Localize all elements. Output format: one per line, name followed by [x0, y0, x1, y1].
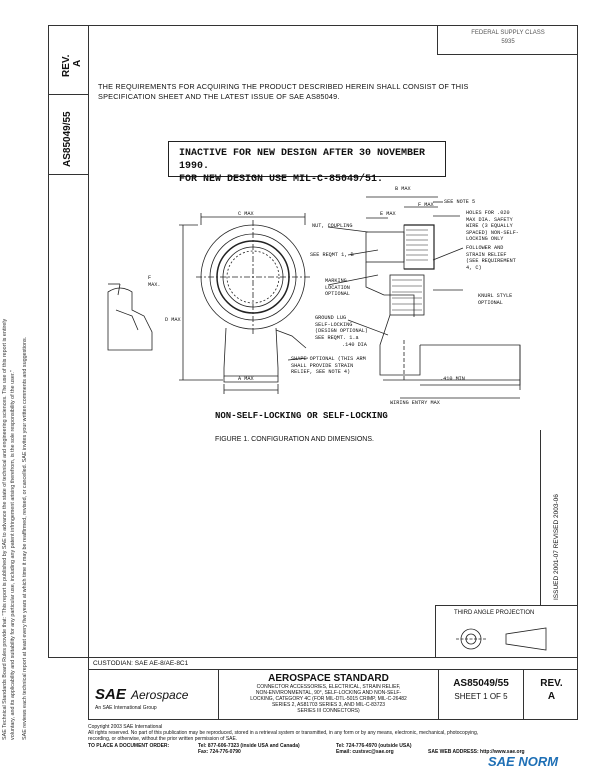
footer-tel-1: Tel: 877-606-7323 (inside USA and Canada… — [198, 742, 300, 749]
fsc-value: 5935 — [501, 39, 515, 45]
label-follower: FOLLOWER AND STRAIN RELIEF (SEE REQUIREM… — [466, 245, 516, 271]
label-shape-optional: SHAPE OPTIONAL (THIS ARM SHALL PROVIDE S… — [291, 356, 366, 375]
issued-revised-column: ISSUED 2001-07 REVISED 2003-06 — [540, 430, 578, 605]
doc-number-cell: AS85049/55 SHEET 1 OF 5 — [439, 670, 524, 719]
label-see-note-5: SEE NOTE 5 — [444, 199, 476, 205]
fsc-label: FEDERAL SUPPLY CLASS — [471, 30, 545, 36]
watermark-logo: SAE NORM — [488, 754, 559, 769]
sae-logo-cell: SAE Aerospace An SAE International Group — [89, 670, 219, 719]
rev-value-bottom: A — [547, 691, 556, 702]
doc-number: AS85049/55 — [453, 678, 509, 689]
configuration-drawing — [107, 196, 521, 399]
standard-cell: AEROSPACE STANDARD CONNECTOR ACCESSORIES… — [219, 670, 439, 719]
footer-copyright: Copyright 2003 SAE International — [88, 724, 163, 730]
label-a-max: A MAX — [238, 376, 254, 382]
doc-number-box: AS85049/55 — [48, 95, 88, 175]
label-f-max-top: F MAX — [418, 202, 434, 208]
label-e-max: E MAX — [380, 211, 396, 217]
issued-revised-text: ISSUED 2001-07 REVISED 2003-06 — [553, 494, 560, 600]
left-column — [48, 25, 88, 658]
logo-aerospace: Aerospace — [131, 688, 189, 702]
rev-label: REV. — [61, 54, 72, 77]
doc-number-vertical: AS85049/55 — [62, 111, 73, 167]
sheet-number: SHEET 1 OF 5 — [454, 692, 508, 701]
desc-line-2: NON-ENVIRONMENTAL, 90°, SELF-LOCKING AND… — [255, 690, 402, 696]
label-c-max: C MAX — [238, 211, 254, 217]
requirements-text: THE REQUIREMENTS FOR ACQUIRING THE PRODU… — [98, 82, 538, 102]
footer-rights: All rights reserved. No part of this pub… — [88, 730, 479, 737]
third-angle-label: THIRD ANGLE PROJECTION — [454, 610, 535, 616]
logo-sae: SAE — [95, 686, 126, 703]
left-notice-2: voluntary, and its applicability and sui… — [10, 370, 16, 740]
inactive-notice: INACTIVE FOR NEW DESIGN AFTER 30 NOVEMBE… — [168, 141, 446, 185]
rev-box: REV. A — [48, 25, 88, 95]
label-ground-lug: GROUND LUG SELF-LOCKING (DESIGN OPTIONAL… — [315, 315, 368, 341]
left-notice-3: SAE reviews each technical report at lea… — [22, 336, 28, 740]
label-marking: MARKING LOCATION OPTIONAL — [325, 278, 350, 297]
third-angle-projection: THIRD ANGLE PROJECTION — [435, 605, 578, 658]
footer-rights-2: recording, or otherwise, without the pri… — [88, 736, 238, 743]
label-nut-coupling: NUT, COUPLING — [312, 223, 353, 229]
left-notice-1: SAE Technical Standards Board Rules prov… — [2, 318, 8, 740]
rev-cell: REV. A — [524, 670, 579, 719]
rev-value: A — [72, 59, 83, 67]
rev-label-bottom: REV. — [540, 678, 563, 689]
standard-description: CONNECTOR ACCESSORIES, ELECTRICAL, STRAI… — [219, 684, 438, 714]
label-knurl: KNURL STYLE OPTIONAL — [478, 293, 513, 306]
requirements-line-1: THE REQUIREMENTS FOR ACQUIRING THE PRODU… — [98, 82, 469, 91]
label-dia: .140 DIA — [342, 342, 367, 348]
mode-caption: NON-SELF-LOCKING OR SELF-LOCKING — [215, 411, 388, 421]
custodian: CUSTODIAN: SAE AE-8/AE-8C1 — [88, 658, 578, 670]
label-b-max: B MAX — [395, 186, 411, 192]
desc-line-4: SERIES 2, AS81703 SERIES 3, AND MIL-C-83… — [271, 702, 386, 708]
standard-title: AEROSPACE STANDARD — [268, 673, 389, 684]
federal-supply-class-box: FEDERAL SUPPLY CLASS 5935 — [437, 25, 578, 55]
figure-caption: FIGURE 1. CONFIGURATION AND DIMENSIONS. — [215, 436, 374, 443]
label-see-reqmt: SEE REQMT 1, B — [310, 252, 354, 258]
footer-order-row: TO PLACE A DOCUMENT ORDER: Tel: 877-606-… — [88, 743, 588, 757]
footer-tel-2: Tel: 724-776-4970 (outside USA) — [336, 742, 412, 749]
desc-line-1: CONNECTOR ACCESSORIES, ELECTRICAL, STRAI… — [256, 684, 401, 690]
footer-web-link[interactable]: SAE WEB ADDRESS: http://www.sae.org — [428, 748, 525, 755]
label-wiring-entry: WIRING ENTRY MAX — [390, 400, 440, 406]
footer-order-label: TO PLACE A DOCUMENT ORDER: — [88, 742, 170, 749]
desc-line-3: LOCKING, CATEGORY 4C (FOR MIL-DTL-5015 C… — [250, 696, 407, 702]
projection-symbol-icon — [456, 627, 547, 651]
drawing-frame — [88, 25, 578, 658]
inactive-line-1: INACTIVE FOR NEW DESIGN AFTER 30 NOVEMBE… — [179, 148, 426, 172]
requirements-line-2: SPECIFICATION SHEET AND THE LATEST ISSUE… — [98, 92, 340, 101]
footer: Copyright 2003 SAE International All rig… — [88, 724, 588, 757]
label-holes: HOLES FOR .020 MAX DIA. SAFETY WIRE (3 E… — [466, 210, 519, 242]
desc-line-5: SERIES III CONNECTORS) — [297, 708, 360, 714]
label-410-min: .410 MIN — [440, 376, 465, 382]
label-d-max: D MAX — [165, 317, 181, 323]
logo-subtitle: An SAE International Group — [95, 705, 157, 711]
footer-email: Email: custsvc@sae.org — [336, 748, 394, 755]
inactive-line-2: FOR NEW DESIGN USE MIL-C-85049/51. — [179, 174, 384, 185]
label-f-max-left: F MAX. — [148, 275, 161, 288]
title-block: SAE Aerospace An SAE International Group… — [88, 670, 578, 720]
footer-fax: Fax: 724-776-0790 — [198, 748, 241, 755]
